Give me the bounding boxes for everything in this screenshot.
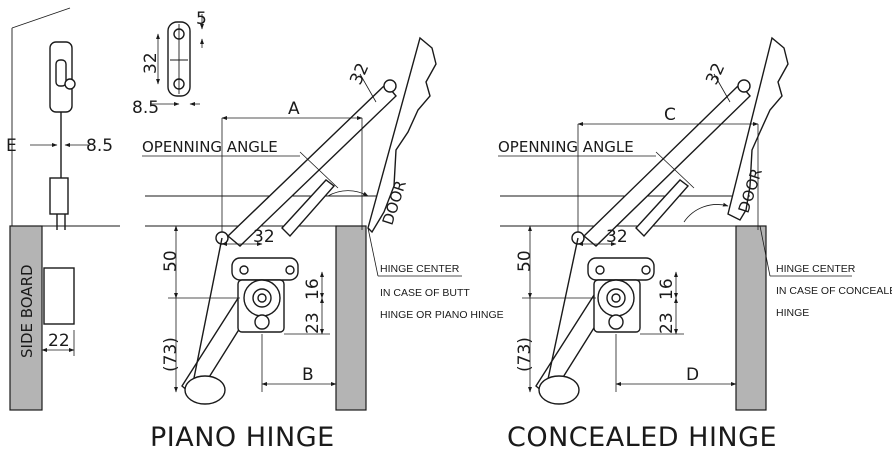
piano-cabinet-side — [335, 225, 367, 411]
piano-dim-50: 50 — [161, 250, 181, 272]
concealed-note-line-3: HINGE — [776, 307, 809, 319]
plate-dim-32: 32 — [141, 52, 161, 74]
piano-title: PIANO HINGE — [150, 422, 335, 451]
side-board — [9, 225, 43, 411]
concealed-dim-50: 50 — [515, 250, 535, 272]
side-hinge-slot — [55, 59, 67, 87]
concealed-note-line-1: HINGE CENTER — [776, 263, 856, 275]
piano-arm-pivot-top — [383, 79, 397, 93]
piano-angle-leader — [299, 151, 339, 189]
concealed-dim-16: 16 — [657, 278, 677, 300]
piano-dim-32-top-line — [359, 73, 377, 103]
piano-arm-foot — [184, 375, 226, 405]
concealed-title: CONCEALED HINGE — [507, 422, 777, 451]
concealed-screw — [608, 314, 624, 330]
piano-door — [367, 36, 437, 234]
concealed-note-leader — [759, 225, 771, 277]
concealed-dim-32-top: 32 — [702, 60, 729, 88]
side-screw — [64, 78, 76, 90]
concealed-dim-c: C — [664, 105, 676, 125]
side-board-label: SIDE BOARD — [18, 264, 36, 358]
concealed-dim-32-top-line — [713, 73, 731, 103]
piano-dim-73: (73) — [161, 337, 181, 372]
dim-e: E — [6, 136, 17, 156]
piano-dim-32-top: 32 — [346, 60, 373, 88]
piano-note-line-3: HINGE OR PIANO HINGE — [380, 309, 504, 321]
dim-85: 8.5 — [86, 136, 113, 156]
concealed-dim-73: (73) — [515, 337, 535, 372]
side-arm-block — [49, 177, 69, 215]
concealed-dim-d: D — [686, 365, 699, 385]
piano-dim-32-mid: 32 — [253, 227, 275, 247]
piano-dim-a: A — [288, 99, 300, 119]
concealed-upper-arm-link — [635, 179, 690, 238]
concealed-angle-label: OPENNING ANGLE — [498, 138, 634, 156]
plate-dim-5: 5 — [196, 9, 207, 29]
side-view: SIDE BOARD E 8.5 22 — [6, 7, 120, 411]
concealed-plate-hole-right — [641, 265, 651, 275]
concealed-note-line-2: IN CASE OF CONCEALED — [776, 285, 892, 297]
plate-dim-85: 8.5 — [132, 98, 159, 118]
concealed-arm-foot — [538, 375, 580, 405]
piano-plate-hole-left — [239, 265, 249, 275]
piano-plate-hole-right — [285, 265, 295, 275]
piano-screw — [254, 314, 270, 330]
piano-cam-center — [257, 293, 267, 303]
plate-detail: 32 5 8.5 — [132, 9, 207, 118]
concealed-angle-arc — [683, 202, 729, 223]
concealed-arm-pivot-top — [737, 79, 751, 93]
piano-dim-23: 23 — [303, 312, 323, 334]
side-outline-top — [11, 7, 71, 29]
concealed-dim-32-mid: 32 — [606, 227, 628, 247]
concealed-dim-23: 23 — [657, 312, 677, 334]
concealed-angle-leader — [655, 151, 695, 189]
piano-note-line-2: IN CASE OF BUTT — [380, 287, 470, 299]
piano-note-line-1: HINGE CENTER — [380, 263, 460, 275]
piano-dim-16: 16 — [303, 278, 323, 300]
piano-lower-arm-line — [189, 237, 223, 399]
dim-22: 22 — [48, 331, 70, 351]
piano-hinge-figure: DOOR OPENNING ANGLE A 32 32 — [142, 36, 504, 451]
side-base-plate — [43, 267, 75, 325]
concealed-lower-arm-line — [543, 237, 579, 399]
piano-angle-arc — [327, 190, 369, 197]
piano-angle-label: OPENNING ANGLE — [142, 138, 278, 156]
piano-note-leader — [367, 227, 379, 277]
concealed-cabinet-side — [735, 225, 767, 411]
concealed-hinge-figure: DOOR OPENNING ANGLE C 32 32 — [498, 36, 892, 451]
concealed-plate-hole-left — [595, 265, 605, 275]
piano-dim-b: B — [302, 365, 314, 385]
piano-upper-arm-link — [281, 179, 336, 238]
concealed-cam-center — [611, 293, 621, 303]
